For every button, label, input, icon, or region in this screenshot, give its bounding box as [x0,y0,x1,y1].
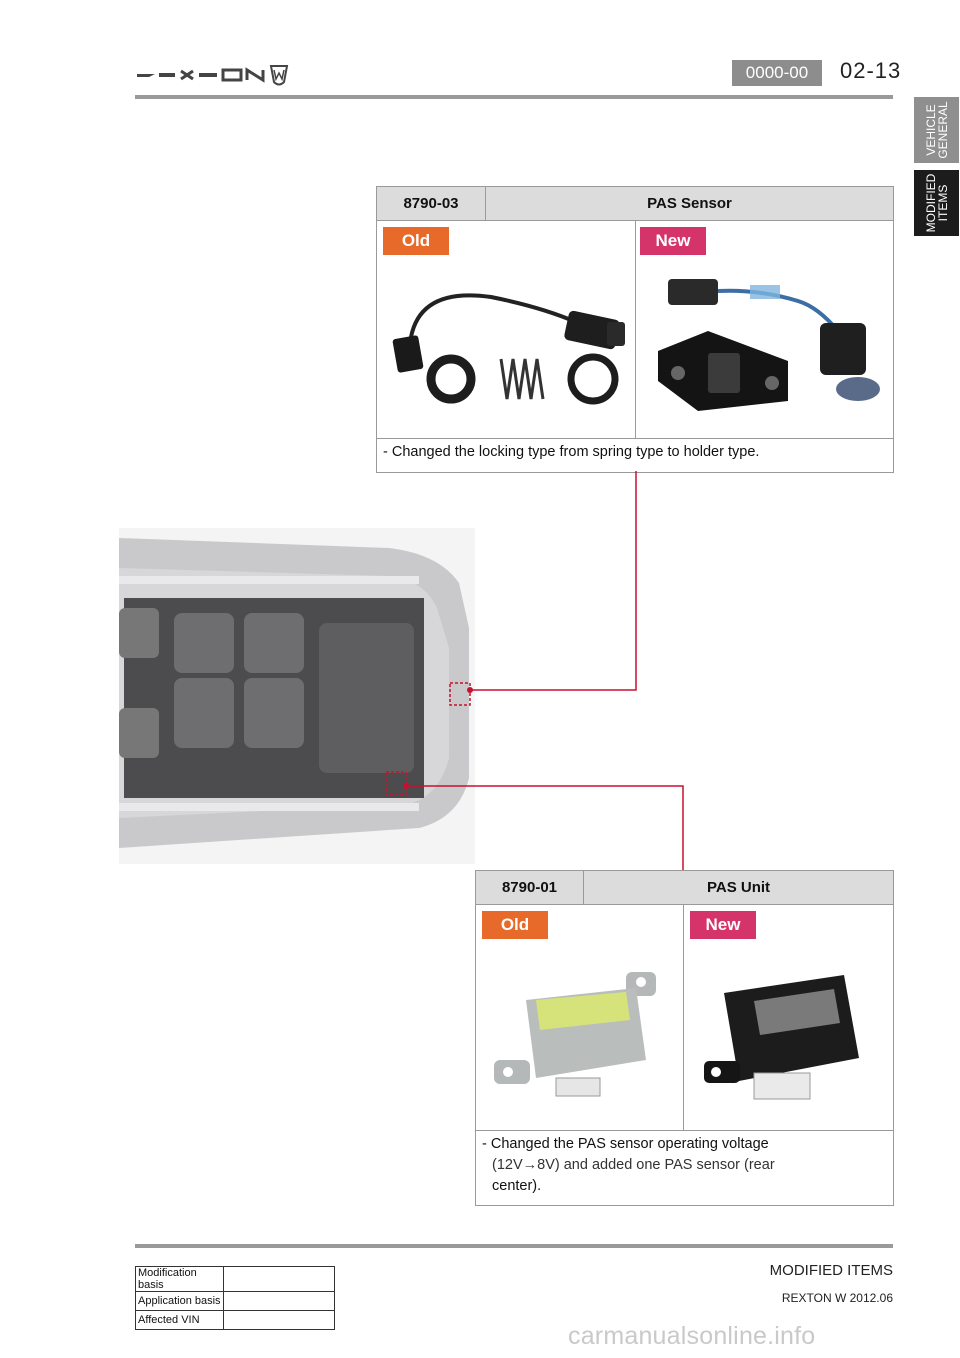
old-tag: Old [383,227,449,255]
tab-modified-items[interactable]: MODIFIED ITEMS [914,170,959,236]
page-number: 02-13 [840,58,902,83]
part-name: PAS Unit [706,879,771,896]
pas-unit-new-photo [704,975,859,1100]
old-tag: Old [482,911,548,939]
description-line: - Changed the PAS sensor operating volta… [482,1136,769,1152]
part-name: PAS Sensor [647,195,732,212]
part-table-pas-unit: 8790-01 PAS Unit Old New - Changed the P… [475,870,894,1206]
tab-vehicle-general-label: VEHICLE GENERAL [923,101,950,159]
basis-value [223,1291,335,1311]
part-description: - Changed the PAS sensor operating volta… [482,1134,775,1197]
part-header: 8790-01 PAS Unit [476,871,893,905]
old-part-cell: Old [377,221,636,439]
description-line: (12V→8V) and added one PAS sensor (rear [492,1157,775,1173]
basis-value [223,1310,335,1330]
vehicle-top-view-illustration [119,528,475,864]
new-part-cell: New [684,905,893,1131]
section-code-badge: 0000-00 [732,60,822,86]
basis-label: Affected VIN [135,1310,224,1330]
basis-row: Modification basis [135,1266,335,1292]
part-table-pas-sensor: 8790-03 PAS Sensor Old New - Cha [376,186,894,473]
old-part-cell: Old [476,905,684,1131]
new-tag: New [690,911,756,939]
pas-unit-old-photo [494,972,656,1097]
footer-model-date: REXTON W 2012.06 [781,1291,893,1305]
new-tag: New [640,227,706,255]
basis-row: Application basis [135,1291,335,1311]
site-watermark: carmanualsonline.info [568,1322,816,1350]
basis-table: Modification basis Application basis Aff… [135,1266,335,1330]
description-line: center). [492,1178,542,1194]
header-divider [135,95,893,99]
new-part-cell: New [636,221,893,439]
basis-value [223,1266,335,1292]
tab-modified-items-label: MODIFIED ITEMS [923,173,950,233]
pas-sensor-old-photo [392,293,625,405]
basis-row: Affected VIN [135,1310,335,1330]
basis-label: Application basis [135,1291,224,1311]
footer-section-title: MODIFIED ITEMS [769,1262,893,1279]
basis-label: Modification basis [135,1266,224,1292]
part-description: - Changed the locking type from spring t… [383,444,760,460]
part-header: 8790-03 PAS Sensor [377,187,893,221]
rexton-logo [135,62,290,88]
tab-vehicle-general[interactable]: VEHICLE GENERAL [914,97,959,163]
part-code: 8790-03 [377,187,486,220]
part-code: 8790-01 [476,871,584,904]
footer-divider [135,1244,893,1248]
pas-sensor-new-photo [658,279,880,411]
